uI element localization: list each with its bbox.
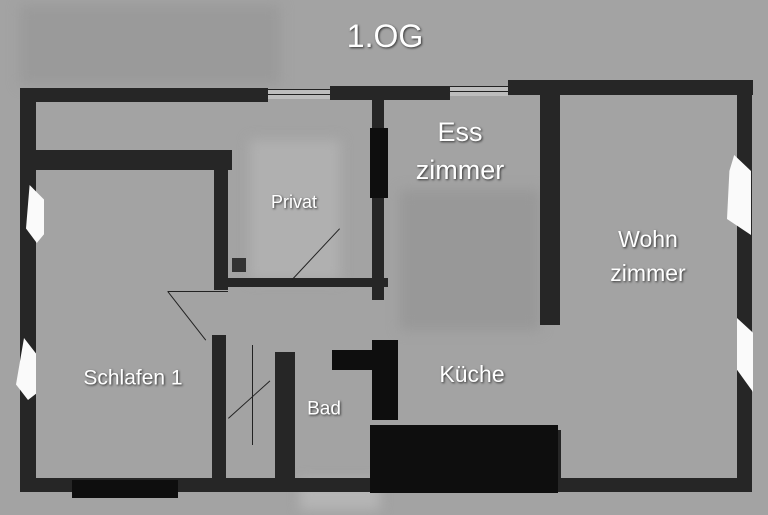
room-label-ess: Ess (437, 116, 483, 147)
wall-inner (214, 150, 228, 290)
room-label-schlafen: Schlafen 1 (83, 366, 183, 390)
window-marker (26, 185, 44, 243)
wall-inner (36, 150, 232, 170)
room-label-zimmer: zimmer (415, 154, 505, 185)
wall-inner (370, 128, 388, 198)
redacted-block (370, 425, 558, 493)
wall-top (28, 88, 268, 102)
wall-left (20, 88, 36, 492)
window-marker (737, 318, 753, 392)
wall-right (737, 82, 752, 492)
room-label-kueche: Küche (439, 361, 505, 388)
door-line (168, 291, 228, 292)
wall-inner (332, 350, 374, 370)
floor-title: 1.OG (346, 17, 424, 54)
wall-top (508, 80, 753, 95)
window (268, 89, 330, 99)
window (450, 86, 508, 96)
stair-line (228, 380, 271, 419)
redacted-area (250, 140, 340, 280)
room-label-privat: Privat (270, 192, 318, 213)
wall-inner (540, 90, 560, 325)
room-label-bad: Bad (307, 398, 341, 420)
door-swing (167, 291, 207, 341)
wall-inner (275, 352, 295, 482)
wall-inner (212, 335, 226, 485)
redacted-block (72, 480, 178, 498)
redacted-area (400, 190, 540, 330)
wall-inner (372, 340, 398, 420)
room-label-wohn: Wohn (618, 226, 678, 253)
wall-top (330, 86, 450, 100)
room-label-zimmer: zimmer (610, 260, 686, 287)
wall-inner (228, 278, 388, 287)
redacted-area (20, 5, 280, 85)
chimney (232, 258, 246, 272)
